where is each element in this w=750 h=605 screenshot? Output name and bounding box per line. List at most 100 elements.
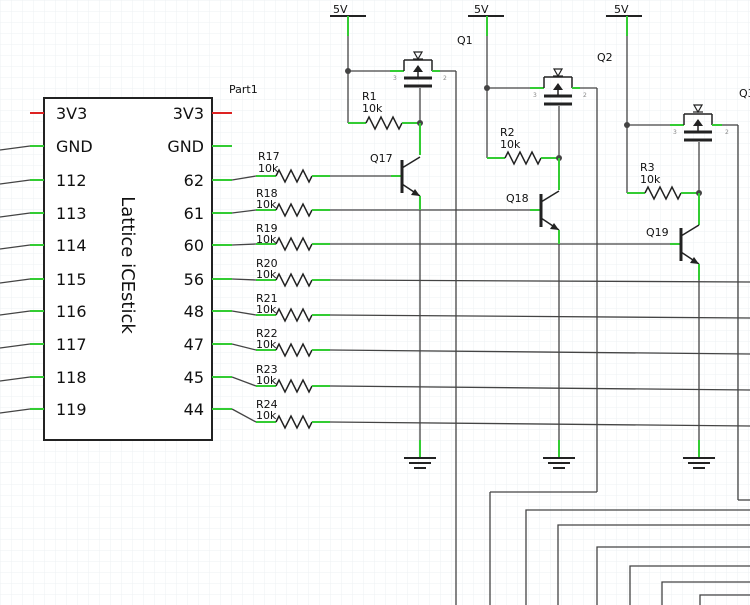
junction-dot	[624, 122, 630, 128]
resistor-r22[interactable]: R22 10k	[256, 327, 330, 358]
wire	[329, 349, 750, 355]
channel-arrow	[413, 65, 423, 72]
channel-arrow	[693, 119, 703, 126]
resistor-r18[interactable]: R18 10k	[256, 187, 330, 218]
left-pin-label: 117	[56, 335, 87, 354]
resistor-r24[interactable]: R24 10k	[256, 398, 330, 430]
resistor-r21[interactable]: R21 10k	[256, 292, 330, 323]
power-stage-1: 5V R1 10k Q1 3 2	[330, 3, 473, 605]
transistor-q19[interactable]: Q19	[646, 224, 700, 265]
left-pin-label: 119	[56, 400, 87, 419]
resistor-value: 10k	[256, 268, 277, 281]
transistor-q17[interactable]: Q17	[370, 152, 421, 197]
emitter-arrow	[550, 223, 559, 230]
pin-number: 2	[725, 129, 729, 136]
right-pin-label: 62	[184, 171, 204, 190]
wire	[629, 565, 750, 605]
power-stage-2: 5V R2 10k Q2 3 2	[468, 3, 613, 605]
left-pin-label: 115	[56, 270, 87, 289]
mosfet-q1[interactable]: Q1 3 2	[390, 34, 473, 123]
pin-number: 3	[673, 129, 677, 136]
wire	[231, 243, 257, 246]
resistor-value: 10k	[256, 198, 277, 211]
resistor-r20[interactable]: R20 10k	[256, 257, 330, 288]
chip-right-pin-labels: 3V3 GND 62 61 60 56 48 47 45 44	[167, 104, 204, 419]
bottom-bus-wires	[525, 499, 750, 605]
ground-symbol	[404, 457, 436, 469]
resistor-zigzag	[275, 168, 313, 184]
resistor-value: 10k	[256, 303, 277, 316]
wire	[0, 408, 31, 414]
right-pin-label: 60	[184, 236, 204, 255]
resistor-r23[interactable]: R23 10k	[256, 363, 330, 394]
wire	[557, 524, 750, 605]
resistor-ref: R2	[500, 126, 515, 139]
wire	[231, 408, 257, 423]
ground-symbol	[543, 457, 575, 469]
power-label: 5V	[614, 3, 629, 16]
right-pin-label: 56	[184, 270, 204, 289]
channel-arrow	[553, 83, 563, 90]
series-resistors: R17 10k R18 10k R19 10k R20 10k	[231, 150, 750, 430]
resistor-zigzag	[275, 414, 313, 430]
resistor-ref: R24	[256, 398, 278, 411]
right-pin-label: 45	[184, 368, 204, 387]
wire	[0, 212, 31, 218]
left-pin-label: 112	[56, 171, 87, 190]
collector-line	[680, 224, 700, 237]
resistor-r17[interactable]: R17 10k	[256, 150, 330, 184]
chip-body	[43, 97, 213, 441]
resistor-zigzag	[275, 272, 313, 288]
resistor-value: 10k	[362, 102, 383, 115]
resistor-ref: R19	[256, 222, 278, 235]
mosfet-ref: Q2	[597, 51, 613, 64]
emitter-arrow	[690, 257, 699, 264]
chip-name: Lattice iCEstick	[117, 196, 138, 334]
mosfet-ref: Q3	[739, 87, 750, 100]
mosfet-q3[interactable]: Q3 3 2	[670, 87, 750, 193]
chip-left-wires	[0, 145, 31, 414]
body-diode	[552, 68, 564, 78]
resistor-value: 10k	[256, 374, 277, 387]
right-pin-label: 3V3	[173, 104, 204, 123]
transistor-q18[interactable]: Q18	[506, 190, 560, 231]
emitter-arrow	[411, 189, 420, 196]
pin-number: 2	[443, 75, 447, 82]
wire	[231, 343, 257, 351]
wire	[231, 376, 257, 387]
resistor-zigzag	[365, 115, 403, 131]
resistor-zigzag	[275, 202, 313, 218]
collector-line	[401, 156, 421, 169]
resistor-ref: R18	[256, 187, 278, 200]
right-pin-label: 44	[184, 400, 204, 419]
wire	[0, 244, 31, 250]
wire	[661, 581, 750, 605]
collector-line	[540, 190, 560, 203]
body-diode	[412, 51, 424, 61]
power-label: 5V	[333, 3, 348, 16]
chip-right-pins	[212, 112, 232, 410]
left-pin-label: 118	[56, 368, 87, 387]
pin-number: 2	[583, 92, 587, 99]
chip-part1[interactable]: Part1 Lattice iCEstick 3V3 GND 112 113 1…	[0, 83, 258, 441]
left-pin-label: 114	[56, 236, 87, 255]
left-pin-label: 3V3	[56, 104, 87, 123]
pullup-r2[interactable]: R2 10k	[500, 126, 559, 166]
pin-number: 3	[393, 75, 397, 82]
wire	[596, 546, 750, 605]
resistor-r19[interactable]: R19 10k	[256, 222, 330, 252]
wire	[0, 376, 31, 382]
wire	[0, 145, 31, 151]
pin-number: 3	[533, 92, 537, 99]
right-pin-label: GND	[167, 137, 204, 156]
resistor-ref: R23	[256, 363, 278, 376]
resistor-zigzag	[275, 378, 313, 394]
part-label: Part1	[229, 83, 258, 96]
mosfet-q2[interactable]: Q2 3 2	[530, 51, 613, 158]
wire	[329, 421, 750, 427]
resistor-value: 10k	[640, 173, 661, 186]
junction-dot	[484, 85, 490, 91]
wire	[231, 310, 257, 316]
right-pin-label: 47	[184, 335, 204, 354]
